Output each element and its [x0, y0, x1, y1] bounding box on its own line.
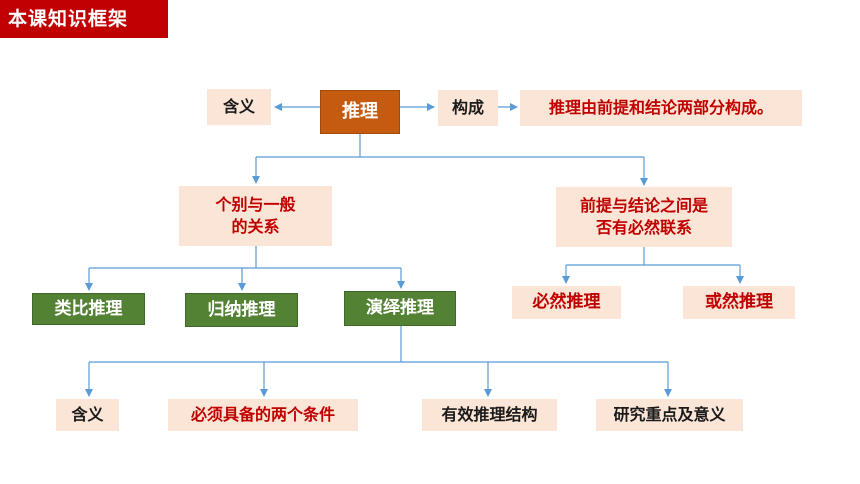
node-composition-label: 构成 — [451, 98, 484, 118]
node-meaning-bottom: 含义 — [56, 399, 119, 431]
node-necessary: 必然推理 — [512, 286, 621, 319]
node-induction-label: 归纳推理 — [207, 299, 276, 320]
node-significance: 研究重点及意义 — [596, 399, 743, 431]
node-relation-premise-label: 前提与结论之间是 否有必然联系 — [579, 196, 708, 237]
node-root: 推理 — [320, 90, 400, 134]
node-composition-desc-label: 推理由前提和结论两部分构成。 — [548, 98, 773, 118]
node-structure-label: 有效推理结构 — [441, 405, 538, 425]
node-induction: 归纳推理 — [185, 293, 298, 327]
node-composition: 构成 — [438, 90, 498, 126]
node-analogy: 类比推理 — [32, 293, 145, 325]
node-conditions-label: 必须具备的两个条件 — [190, 405, 335, 425]
node-analogy-label: 类比推理 — [54, 298, 123, 319]
node-necessary-label: 必然推理 — [532, 292, 601, 313]
node-meaning-bottom-label: 含义 — [71, 405, 104, 425]
node-probable: 或然推理 — [683, 286, 795, 319]
node-structure: 有效推理结构 — [422, 399, 557, 431]
node-meaning-top: 含义 — [207, 89, 271, 125]
node-significance-label: 研究重点及意义 — [613, 405, 726, 425]
node-deduction: 演绎推理 — [344, 291, 456, 326]
node-root-label: 推理 — [342, 100, 378, 122]
page-title: 本课知识框架 — [0, 0, 168, 38]
node-relation-premise: 前提与结论之间是 否有必然联系 — [556, 187, 732, 247]
node-relation-general-label: 个别与一般 的关系 — [215, 195, 296, 236]
node-probable-label: 或然推理 — [705, 292, 773, 313]
node-conditions: 必须具备的两个条件 — [168, 399, 358, 431]
node-meaning-top-label: 含义 — [222, 97, 255, 117]
node-composition-desc: 推理由前提和结论两部分构成。 — [520, 90, 802, 126]
node-deduction-label: 演绎推理 — [366, 298, 434, 319]
node-relation-general: 个别与一般 的关系 — [179, 186, 332, 246]
